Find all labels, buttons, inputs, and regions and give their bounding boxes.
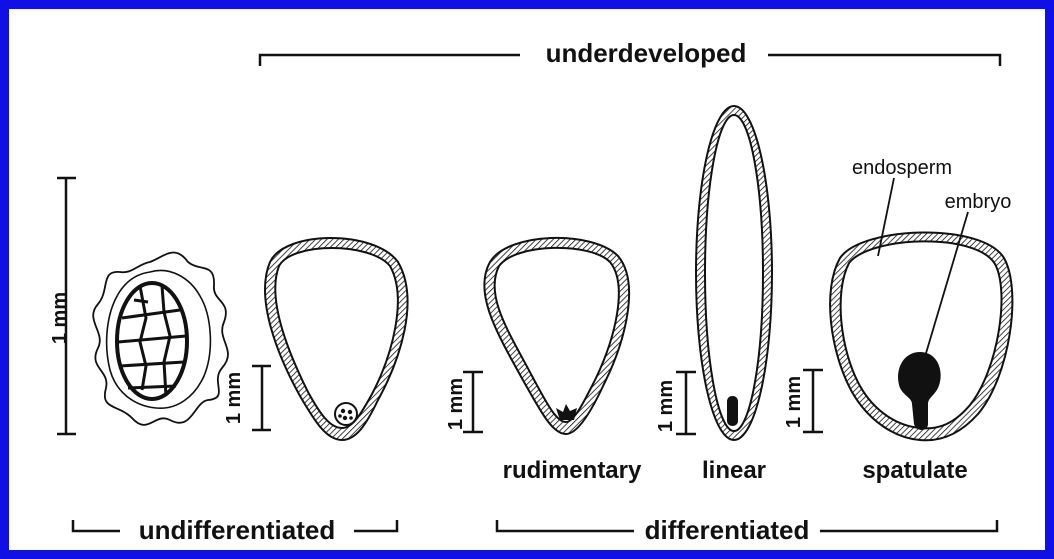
seed-3-embryo <box>727 396 738 426</box>
linear-label: linear <box>702 457 766 484</box>
seed-2-drawing <box>484 238 629 434</box>
endosperm-label: endosperm <box>852 157 952 179</box>
seed-1-scale-bar <box>252 366 271 430</box>
cell-network <box>118 286 186 396</box>
seed-3-scale-bar <box>676 372 696 434</box>
seed-4-scale-label: 1 mm <box>783 376 805 428</box>
differentiated-label: differentiated <box>645 515 810 545</box>
seed-1-scale-label: 1 mm <box>223 372 245 424</box>
seed-1-drawing <box>265 238 408 440</box>
seed-3-scale-label: 1 mm <box>655 380 677 432</box>
seed-4-scale-bar <box>803 370 823 432</box>
seed-3-drawing <box>696 106 772 440</box>
undifferentiated-seed-drawing <box>93 252 228 424</box>
rudimentary-label: rudimentary <box>503 457 642 484</box>
underdeveloped-label: underdeveloped <box>546 38 747 68</box>
seed-2-scale-label: 1 mm <box>445 378 467 430</box>
seed-1-embryo <box>335 403 357 425</box>
spatulate-label: spatulate <box>862 457 967 484</box>
embryo-label: embryo <box>945 191 1012 213</box>
undifferentiated-label: undifferentiated <box>139 515 335 545</box>
big-scale-label: 1 mm <box>49 292 71 344</box>
seed-4-drawing <box>830 178 1012 440</box>
